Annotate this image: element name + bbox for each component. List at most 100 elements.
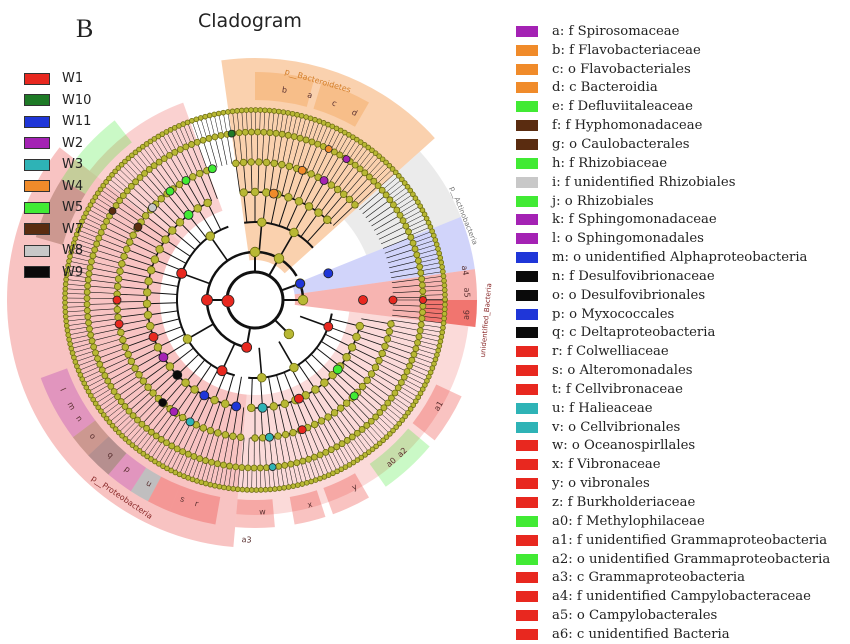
taxon-swatch [516,365,538,376]
legend-swatch [24,266,50,278]
tree-node [324,322,333,331]
tree-node [126,239,133,246]
tree-node [176,181,183,188]
tree-node [443,292,448,297]
taxon-swatch [516,139,538,150]
tree-node [203,481,208,486]
tree-node [419,282,425,288]
tree-node [263,108,268,113]
tree-node [442,288,447,293]
tree-node [321,379,329,387]
legend-item: W1 [24,68,91,90]
tree-node [63,286,68,291]
tree-node [95,356,101,362]
tree-node [403,223,409,229]
taxon-swatch [516,196,538,207]
tree-node [323,449,329,455]
tree-node [143,300,151,308]
tree-node [145,384,152,391]
tree-node [281,400,289,408]
tree-node [125,351,132,358]
tree-node [290,228,299,237]
branch-line [219,113,223,135]
tree-node [437,251,442,256]
legend-label: W2 [62,136,83,151]
tree-node [312,386,320,394]
tree-node [212,483,217,488]
tree-node [340,191,347,198]
tree-node [315,209,323,217]
taxon-label: t: f Cellvibronaceae [552,382,683,397]
tree-node [389,296,397,304]
tree-node [279,161,286,168]
tree-node [227,463,233,469]
tree-node [84,308,90,314]
taxon-label: a2: o unidentified Grammaproteobacteria [552,552,830,567]
tree-node [304,115,309,120]
tree-node [343,353,351,361]
tree-node [183,335,192,344]
tree-node [143,289,151,297]
taxon-label: x: f Vibronaceae [552,457,661,472]
taxon-swatch [516,384,538,395]
legend-item: W9 [24,262,91,284]
tree-node [306,456,312,462]
tree-node [274,254,284,264]
tree-node [206,135,212,141]
tree-node [259,488,264,493]
tree-node [324,269,333,278]
tree-node [136,371,143,378]
tree-node [359,296,368,305]
tree-node [105,378,111,384]
tree-node [222,485,227,490]
taxon-label: a6: c unidentified Bacteria [552,627,730,642]
tree-node [441,274,446,279]
tree-node [258,403,267,412]
tree-node [99,367,105,373]
tree-node [401,374,407,380]
tree-node [173,371,182,380]
tree-node [226,110,231,115]
tree-node [247,404,255,412]
tree-node [290,429,297,436]
tree-node [417,264,423,270]
tree-node [244,108,249,113]
tree-node [364,377,371,384]
tree-node [63,310,68,315]
tree-node [328,447,334,453]
taxon-swatch [516,290,538,301]
taxon-swatch [516,252,538,263]
tree-node [69,346,74,351]
tree-node [63,305,68,310]
tree-node [271,160,278,167]
tree-node [279,131,285,137]
tree-node [84,289,90,295]
taxon-label: z: f Burkholderiaceae [552,495,695,510]
branch-line [227,134,232,164]
branch-line [214,114,219,135]
tree-node [218,132,224,138]
taxon-label: a4: f unidentified Campylobacteraceae [552,589,811,604]
taxon-key-item: a5: o Campylobacterales [516,606,830,625]
taxon-key-item: a3: c Grammaproteobacteria [516,568,830,587]
tree-node [281,110,286,115]
tree-node [98,229,104,235]
tree-node [325,414,332,421]
tree-node [317,452,323,458]
tree-node [346,196,353,203]
tree-node [368,371,375,378]
tree-node [203,458,209,464]
taxon-swatch [516,45,538,56]
tree-node [411,351,417,357]
taxon-key-item: y: o vibronales [516,474,830,493]
clade-label-unidentified-bacteria: unidentified_Bacteria [479,283,493,358]
taxon-key-item: a1: f unidentified Grammaproteobacteria [516,531,830,550]
tree-node [272,487,277,492]
taxon-key-item: m: o unidentified Alphaproteobacteria [516,248,830,267]
tree-node [183,144,189,150]
tree-node [299,113,304,118]
legend-item: W11 [24,111,91,133]
tree-node [331,409,338,416]
tree-node [259,434,266,441]
tree-node [254,488,259,493]
